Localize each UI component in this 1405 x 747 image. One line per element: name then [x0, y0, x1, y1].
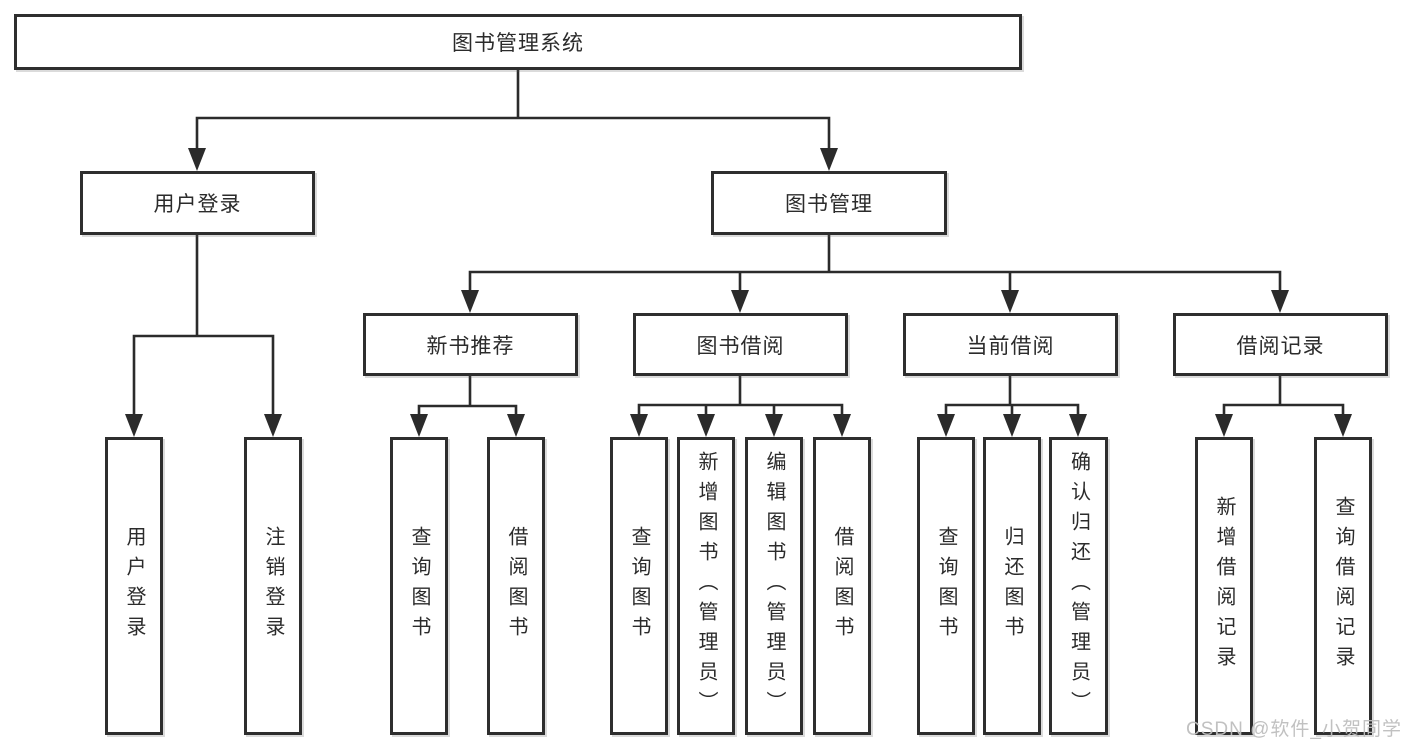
node-label: 借阅图书	[831, 526, 853, 646]
node-label: 新增借阅记录	[1213, 496, 1235, 676]
edge-userlogin-to-leaves	[132, 233, 275, 422]
leaf-borrow-books: 借阅图书	[813, 437, 871, 735]
leaf-add-borrow-record: 新增借阅记录	[1195, 437, 1253, 735]
node-new-book-recommendation: 新书推荐	[363, 313, 578, 376]
node-label: 查询图书	[408, 526, 430, 646]
node-label: 查询图书	[935, 526, 957, 646]
node-book-borrowing: 图书借阅	[633, 313, 848, 376]
node-label: 用户登录	[123, 526, 145, 646]
node-label: 注销登录	[262, 526, 284, 646]
node-label: 图书管理系统	[452, 32, 584, 55]
leaf-confirm-return-admin: 确认归还（管理员）	[1049, 437, 1108, 735]
leaf-user-login: 用户登录	[105, 437, 163, 735]
node-label: 用户登录	[153, 193, 242, 216]
leaf-return-books: 归还图书	[983, 437, 1041, 735]
leaf-query-books-borrowing: 查询图书	[610, 437, 668, 735]
node-library-management-system: 图书管理系统	[14, 14, 1022, 70]
edge-newbook-to-leaves	[417, 374, 518, 424]
node-label: 编辑图书（管理员）	[763, 451, 785, 721]
node-label: 归还图书	[1001, 526, 1023, 646]
node-label: 借阅图书	[505, 526, 527, 646]
arrowheads	[125, 148, 1352, 437]
leaf-add-books-admin: 新增图书（管理员）	[677, 437, 735, 735]
node-label: 查询图书	[628, 526, 650, 646]
leaf-query-borrow-record: 查询借阅记录	[1314, 437, 1372, 735]
edge-current-to-leaves	[944, 374, 1080, 424]
node-book-management: 图书管理	[711, 171, 947, 235]
node-label: 当前借阅	[966, 334, 1055, 358]
edge-root-to-level2	[195, 68, 831, 154]
node-label: 查询借阅记录	[1332, 496, 1354, 676]
csdn-watermark: CSDN @软件_小贺同学	[1186, 719, 1402, 740]
leaf-edit-books-admin: 编辑图书（管理员）	[745, 437, 803, 735]
node-user-login-group: 用户登录	[80, 171, 315, 235]
edge-bookmgmt-to-level3	[468, 233, 1282, 298]
leaf-borrow-books-recommend: 借阅图书	[487, 437, 545, 735]
edge-records-to-leaves	[1222, 374, 1345, 424]
edge-borrowing-to-leaves	[637, 374, 844, 424]
node-label: 图书管理	[785, 193, 873, 216]
node-label: 借阅记录	[1236, 334, 1325, 358]
leaf-query-books-recommend: 查询图书	[390, 437, 448, 735]
node-label: 图书借阅	[696, 334, 785, 358]
node-current-borrowing: 当前借阅	[903, 313, 1118, 376]
node-label: 新书推荐	[426, 334, 515, 358]
node-label: 确认归还（管理员）	[1067, 451, 1090, 721]
leaf-logout: 注销登录	[244, 437, 302, 735]
node-label: 新增图书（管理员）	[695, 451, 717, 721]
leaf-query-books-current: 查询图书	[917, 437, 975, 735]
node-borrowing-records: 借阅记录	[1173, 313, 1388, 376]
